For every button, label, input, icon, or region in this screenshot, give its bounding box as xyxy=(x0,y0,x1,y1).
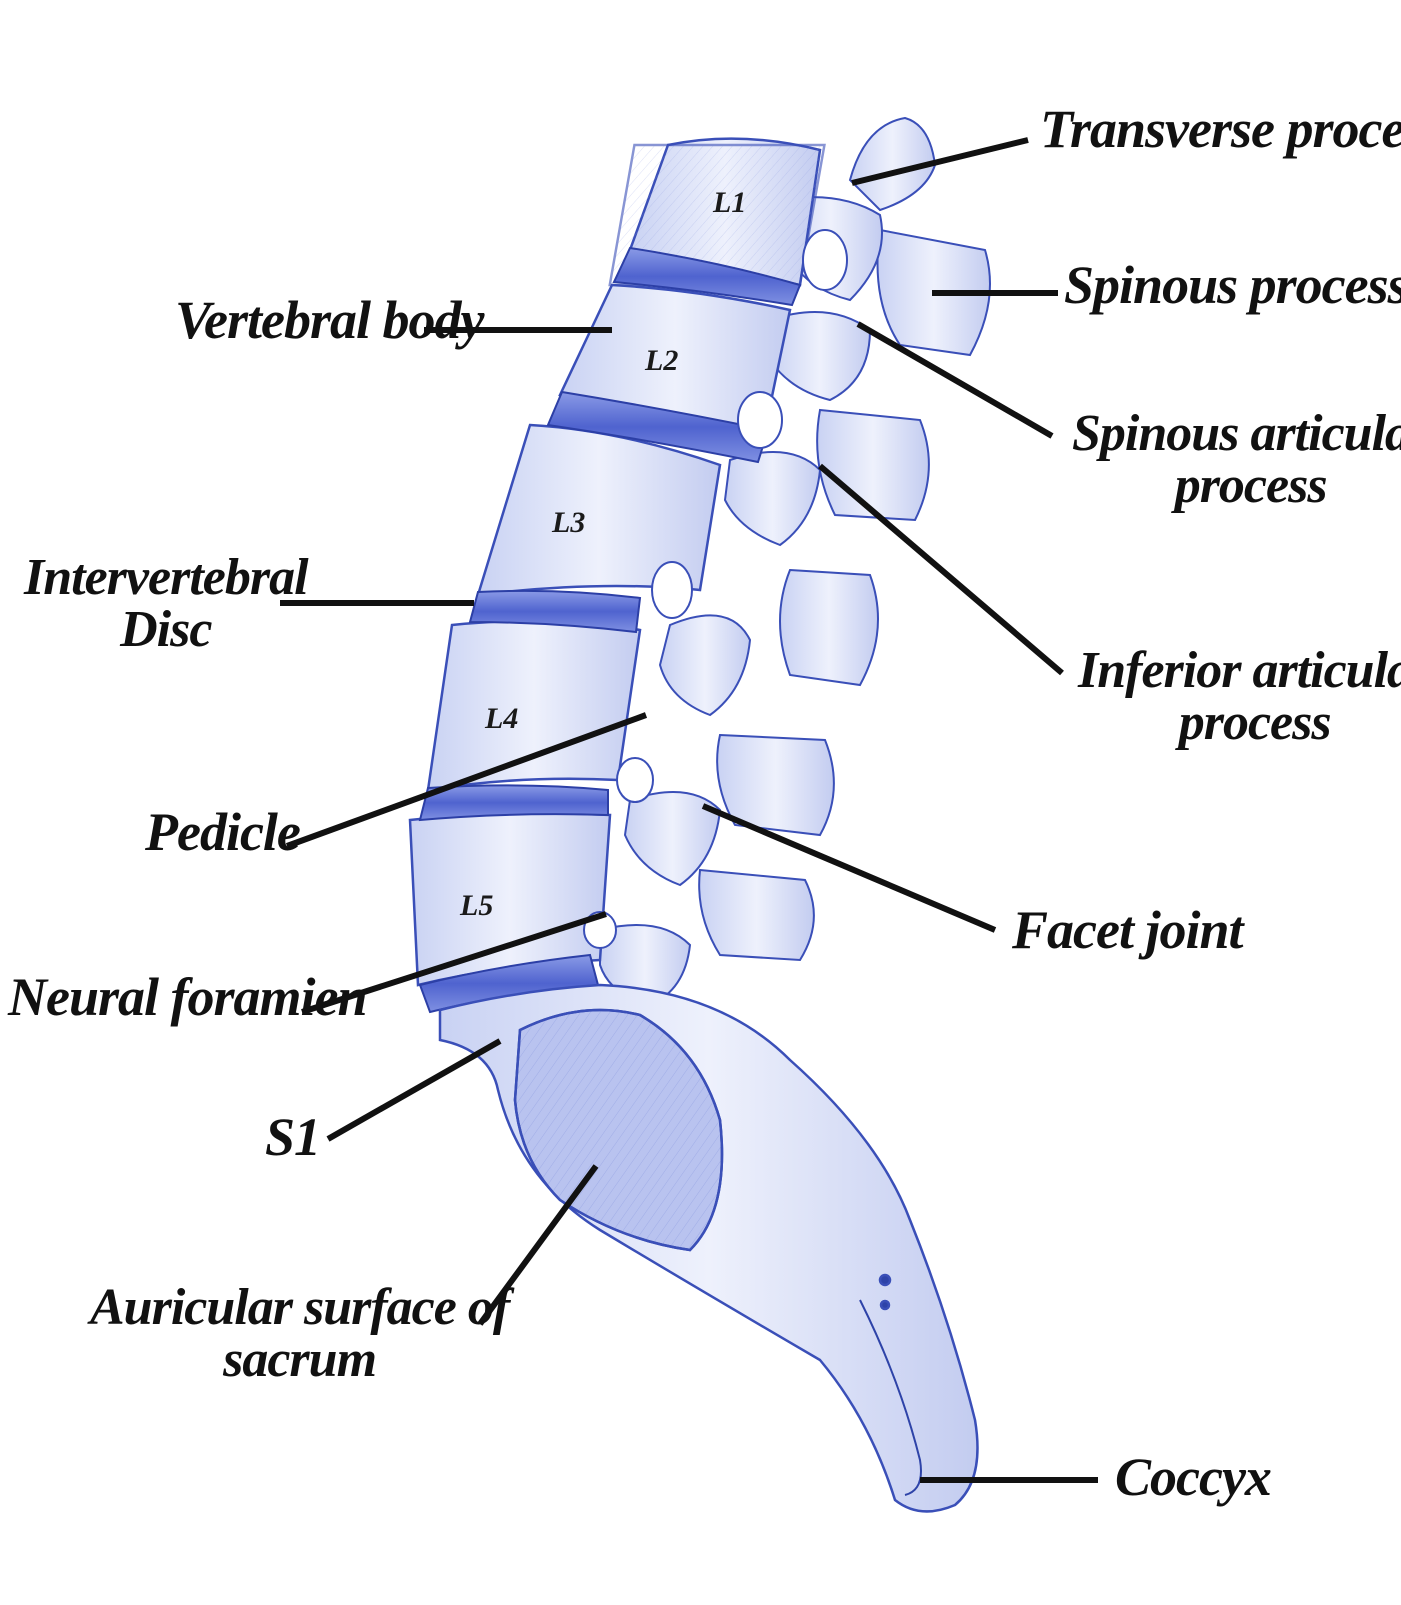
leader-spinous-articular-process xyxy=(856,321,1054,439)
label-spinous-articular-process: Spinous articular process xyxy=(1072,405,1401,514)
vertebra-label-l1: L1 xyxy=(712,186,746,219)
spinous-processes xyxy=(698,116,991,962)
label-pedicle: Pedicle xyxy=(145,802,301,862)
label-facet-joint: Facet joint xyxy=(1012,900,1243,960)
vertebra-label-l3: L3 xyxy=(551,506,585,539)
leader-lines xyxy=(280,137,1098,1483)
intervertebral-discs xyxy=(418,246,802,1014)
label-neural-foramen: Neural foramien xyxy=(8,967,368,1027)
leader-facet-joint xyxy=(701,803,997,933)
leader-transverse-process xyxy=(851,137,1029,186)
leader-pedicle xyxy=(285,712,648,849)
label-transverse-process: Transverse process xyxy=(1040,99,1401,159)
vertebra-label-l4: L4 xyxy=(484,702,518,735)
sacrum xyxy=(438,983,979,1513)
label-s1: S1 xyxy=(265,1107,321,1167)
label-auricular-surface: Auricular surface of sacrum xyxy=(90,1279,510,1388)
vertebra-label-l5: L5 xyxy=(459,889,493,922)
vertebral-bodies xyxy=(408,137,826,987)
spinous-process-l4 xyxy=(716,733,835,837)
spinous-process-l3 xyxy=(779,568,879,687)
spinous-process-l5 xyxy=(698,868,815,962)
leader-auricular-surface xyxy=(477,1164,599,1326)
label-coccyx: Coccyx xyxy=(1115,1447,1272,1507)
label-inferior-articular-process: Inferior articular process xyxy=(1078,642,1401,751)
label-intervertebral-disc: Intervertebral Disc xyxy=(24,549,309,658)
spinous-process-l2 xyxy=(816,408,930,522)
label-spinous-process: Spinous process xyxy=(1064,255,1401,315)
leader-s1 xyxy=(326,1038,502,1142)
neural-foramina xyxy=(583,229,848,949)
label-vertebral-body: Vertebral body xyxy=(175,290,484,350)
vertebra-label-l2: L2 xyxy=(644,344,678,377)
body-l4 xyxy=(426,619,642,792)
leader-inferior-articular-process xyxy=(818,463,1064,676)
transverse-process-l1 xyxy=(848,116,937,212)
leader-neural-foramen xyxy=(301,911,607,1015)
